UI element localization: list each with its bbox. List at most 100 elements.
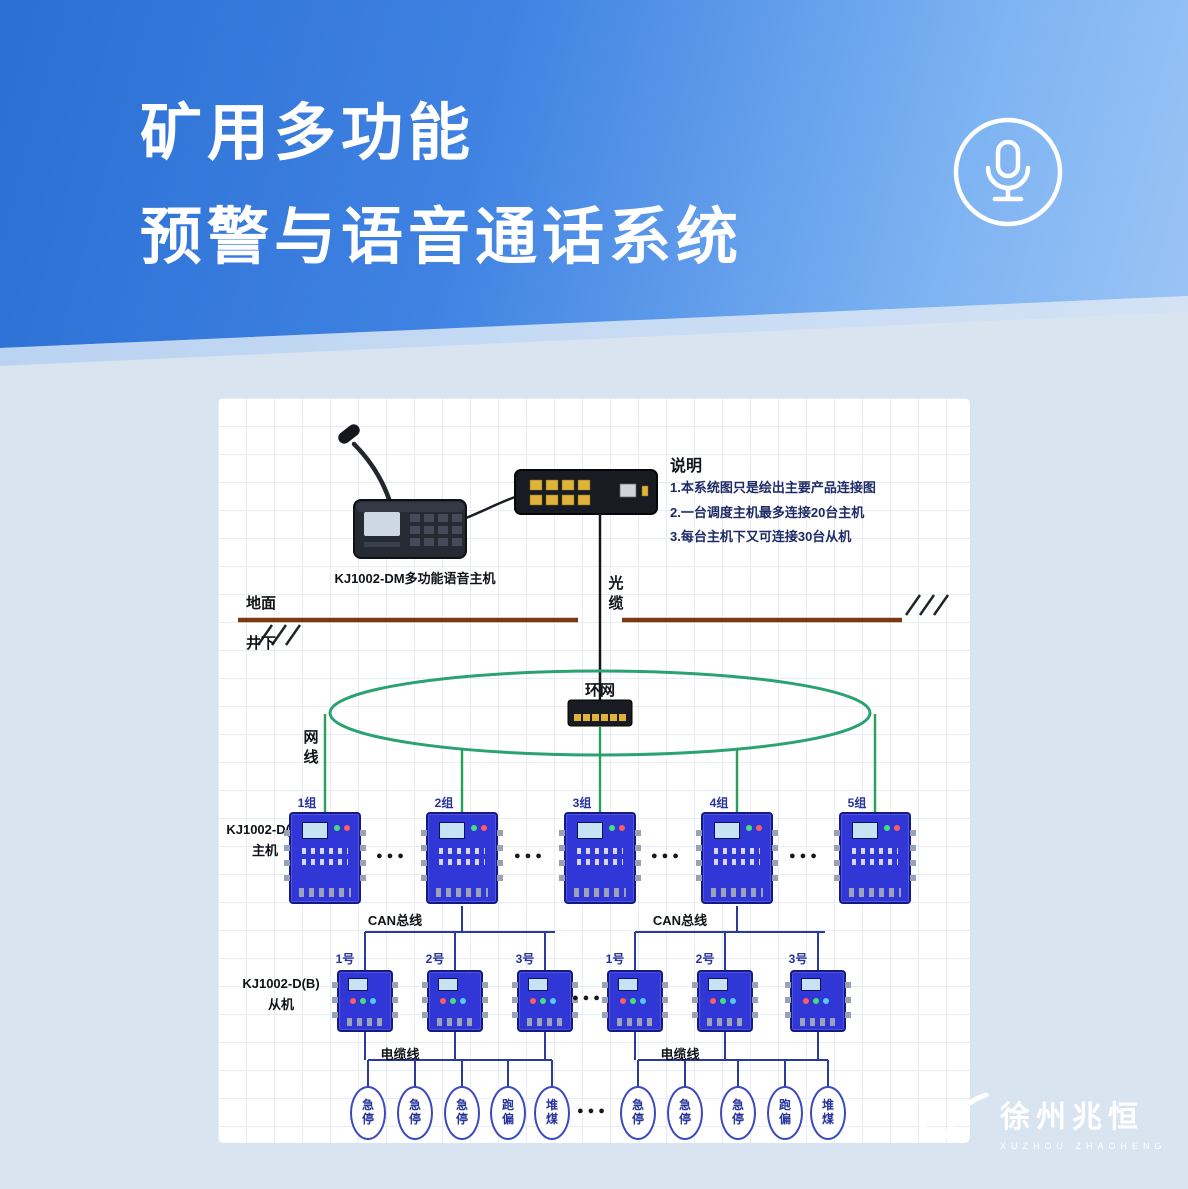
connector-stub: [602, 982, 608, 1020]
device-screen: [348, 978, 368, 991]
status-led: [823, 998, 829, 1004]
ellipsis-dots: ●●●: [514, 850, 546, 862]
connector-stub: [392, 982, 398, 1020]
underground-label: 井下: [246, 635, 277, 652]
device-screen: [528, 978, 548, 991]
connector-stub: [482, 982, 488, 1020]
terminal-ellipse: 急停: [720, 1086, 756, 1140]
device-screen: [438, 978, 458, 991]
host-group-label: 3组: [572, 796, 592, 810]
device-screen: [714, 822, 740, 839]
host-role-label: 主机: [251, 843, 278, 858]
ellipsis-dots: ●●●: [572, 992, 604, 1004]
status-led: [609, 825, 615, 831]
terminal-ellipse: 急停: [444, 1086, 480, 1140]
key-row: [852, 848, 898, 854]
ground-lines: [238, 594, 950, 646]
host-group-label: 2组: [434, 796, 454, 810]
key-row: [439, 859, 485, 865]
console-label: KJ1002-DM多功能语音主机: [334, 571, 496, 586]
connector-stub: [360, 830, 366, 886]
connector-stub: [635, 830, 641, 886]
connector-stub: [834, 830, 840, 886]
note-item: 2.一台调度主机最多连接20台主机: [670, 504, 865, 520]
terminal-ellipse: 堆煤: [534, 1086, 570, 1140]
key-row: [577, 848, 623, 854]
status-led: [756, 825, 762, 831]
ellipsis-dots: ●●●: [376, 850, 408, 862]
ellipsis-dots: ●●●: [651, 850, 683, 862]
can-bus-label: CAN总线: [652, 913, 708, 928]
device-screen: [708, 978, 728, 991]
power-cable-label: 电缆线: [380, 1047, 420, 1062]
status-led: [620, 998, 626, 1004]
host-device: [696, 812, 778, 904]
surface-label: 地面: [246, 595, 277, 612]
slave-unit-label: 1号: [335, 952, 355, 966]
key-row: [439, 848, 485, 854]
note-item: 1.本系统图只是绘出主要产品连接图: [670, 480, 876, 495]
status-led: [630, 998, 636, 1004]
fiber-cable-label: 光缆: [608, 575, 624, 612]
cable-ports: [527, 1018, 563, 1026]
terminal-ellipse: 急停: [397, 1086, 433, 1140]
device-screen: [439, 822, 465, 839]
connector-stub: [772, 830, 778, 886]
cable-ports: [436, 888, 488, 897]
cable-ports: [707, 1018, 743, 1026]
status-led: [471, 825, 477, 831]
status-led: [530, 998, 536, 1004]
status-led: [360, 998, 366, 1004]
device-screen: [302, 822, 328, 839]
status-led: [746, 825, 752, 831]
notes-heading: 说明: [670, 458, 703, 475]
connector-stub: [785, 982, 791, 1020]
cable-ports: [347, 1018, 383, 1026]
host-group-label: 1组: [297, 796, 317, 810]
page-title-line1: 矿用多功能: [140, 99, 476, 168]
status-led: [710, 998, 716, 1004]
key-row: [852, 859, 898, 865]
connector-stub: [572, 982, 578, 1020]
top-switch-art: [514, 469, 658, 515]
device-screen: [618, 978, 638, 991]
slave-device: [692, 970, 758, 1032]
slave-device: [512, 970, 578, 1032]
status-led: [550, 998, 556, 1004]
status-led: [481, 825, 487, 831]
terminal-ellipse: 急停: [350, 1086, 386, 1140]
slave-unit-label: 3号: [788, 952, 808, 966]
host-drop-lines: [323, 714, 877, 812]
connector-stub: [497, 830, 503, 886]
device-screen: [852, 822, 878, 839]
brand-name: 徐州兆恒: [1000, 1100, 1144, 1134]
status-led: [450, 998, 456, 1004]
slave-device: [332, 970, 398, 1032]
status-led: [540, 998, 546, 1004]
status-led: [640, 998, 646, 1004]
net-cable-label: 网线: [303, 729, 319, 766]
connector-stub: [845, 982, 851, 1020]
status-led: [460, 998, 466, 1004]
connector-stub: [559, 830, 565, 886]
connector-stub: [421, 830, 427, 886]
brand-logo-text: 徐州兆恒 XUZHOU ZHAOHENG: [1000, 1092, 1167, 1151]
status-led: [813, 998, 819, 1004]
can-bus-lines: [364, 906, 825, 970]
connector-stub: [512, 982, 518, 1020]
connector-stub: [332, 982, 338, 1020]
slave-device: [422, 970, 488, 1032]
ellipsis-dots: ●●●: [577, 1105, 609, 1117]
status-led: [619, 825, 625, 831]
cable-ports: [849, 888, 901, 897]
connector-stub: [422, 982, 428, 1020]
status-led: [730, 998, 736, 1004]
notes-block: 说明 1.本系统图只是绘出主要产品连接图 2.一台调度主机最多连接20台主机 3…: [670, 452, 910, 550]
host-device: [559, 812, 641, 904]
terminal-ellipse: 跑偏: [490, 1086, 526, 1140]
can-bus-label: CAN总线: [367, 913, 423, 928]
status-led: [334, 825, 340, 831]
console-art: [338, 424, 519, 559]
cable-ports: [437, 1018, 473, 1026]
